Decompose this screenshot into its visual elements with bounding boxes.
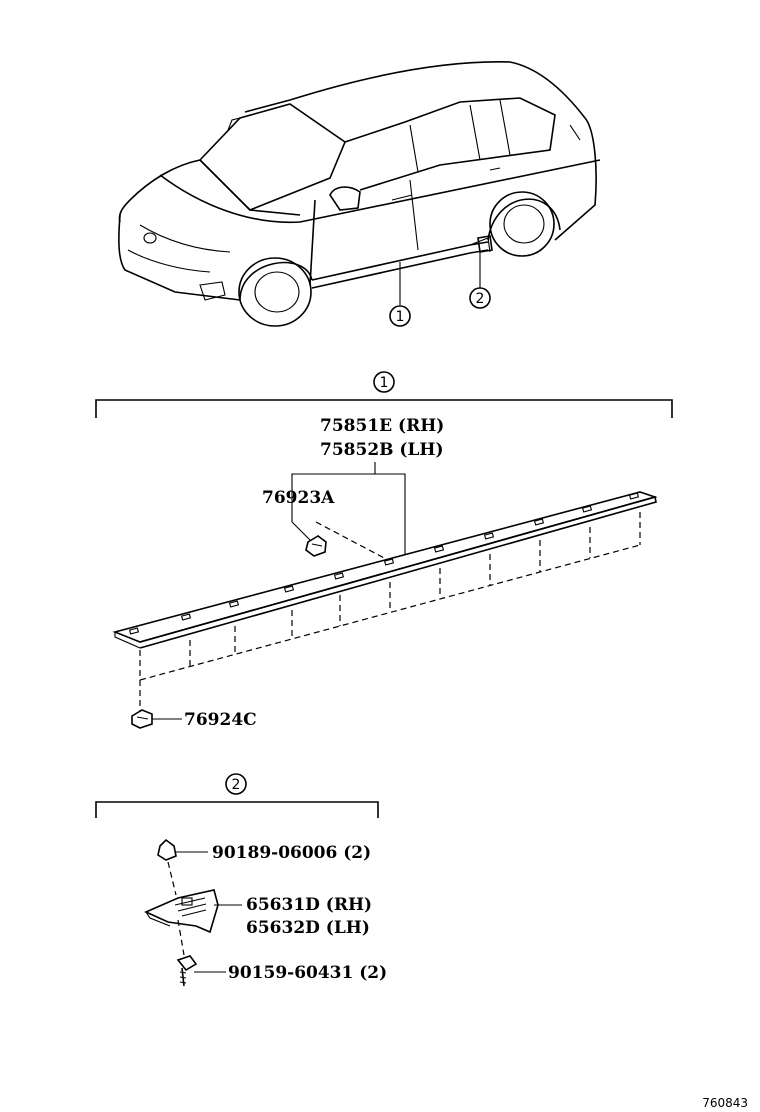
part-label-75851e-rh: 75851E (RH) bbox=[320, 416, 444, 436]
svg-text:2: 2 bbox=[232, 777, 241, 793]
part-label-76923a: 76923A bbox=[262, 488, 335, 508]
part-label-76924c: 76924C bbox=[184, 710, 257, 730]
leader-side-molding bbox=[291, 462, 406, 555]
svg-text:1: 1 bbox=[380, 375, 389, 391]
section-1-header: 1 bbox=[95, 371, 673, 418]
part-label-65632d-lh: 65632D (LH) bbox=[246, 918, 370, 938]
clip-76923a-dashed-line bbox=[315, 521, 389, 561]
molding-dashed-projection bbox=[139, 512, 641, 712]
car-illustration bbox=[118, 61, 601, 327]
diagram-code: 760843 bbox=[702, 1096, 748, 1110]
clip-76923a-icon bbox=[291, 521, 327, 557]
callout-2-car: 2 bbox=[469, 287, 491, 309]
callout-1-car: 1 bbox=[389, 305, 411, 327]
mudguard-dashed-upper bbox=[167, 861, 177, 896]
svg-text:2: 2 bbox=[476, 291, 485, 307]
mudguard-icon bbox=[144, 889, 242, 934]
section-2-header: 2 bbox=[95, 773, 379, 818]
side-molding-strip bbox=[112, 491, 658, 649]
clip-90189-icon bbox=[157, 838, 208, 861]
screw-90159-icon bbox=[176, 955, 226, 987]
clip-76924c-icon bbox=[131, 709, 182, 729]
part-label-65631d-rh: 65631D (RH) bbox=[246, 895, 372, 915]
svg-text:1: 1 bbox=[396, 309, 405, 325]
part-label-75852b-lh: 75852B (LH) bbox=[320, 440, 444, 460]
mudguard-dashed-lower bbox=[177, 919, 185, 956]
part-label-90159-60431: 90159-60431 (2) bbox=[228, 963, 387, 983]
part-label-90189-06006: 90189-06006 (2) bbox=[212, 843, 371, 863]
